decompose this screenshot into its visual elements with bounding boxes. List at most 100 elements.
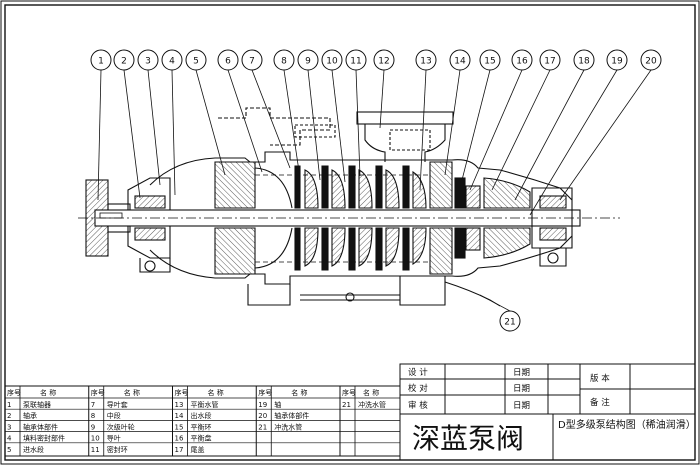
callout-circle (297, 49, 319, 71)
right-oil-cup (547, 252, 559, 264)
date-label-1: 日期 (513, 368, 530, 378)
leader-line (461, 69, 491, 181)
right-bearing (539, 195, 567, 209)
leader-lines (97, 69, 652, 312)
part-number: 21 (342, 401, 351, 409)
leader-line (307, 69, 321, 181)
parts-table-extra-frame (339, 385, 401, 457)
part-number: 4 (7, 435, 12, 443)
part-number: 10 (91, 435, 100, 443)
callout-circle (113, 49, 135, 71)
part-name: 导叶套 (107, 400, 128, 409)
part-name: 出水段 (191, 411, 212, 420)
balance-disc-lower (454, 227, 466, 259)
callout-circle (415, 49, 437, 71)
callout-circle (137, 49, 159, 71)
left-bearing-lower (134, 227, 166, 241)
callout-circle (606, 49, 628, 71)
part-name: 泵联轴器 (23, 400, 51, 409)
parts-table-header-name: 名 称 (40, 388, 56, 397)
part-name: 导叶 (107, 434, 121, 443)
leader-line (195, 69, 226, 176)
callout-label: 16 (516, 57, 528, 67)
leader-line (227, 69, 263, 173)
callout-circle (90, 49, 112, 71)
leader-line (171, 69, 176, 196)
balance-ring-lower (465, 227, 481, 251)
part-number: 15 (175, 423, 184, 431)
callout-label: 18 (578, 57, 590, 67)
callout-label: 2 (121, 57, 127, 67)
leader-line (469, 69, 523, 191)
callout-circle (185, 49, 207, 71)
tail-cover (483, 177, 531, 209)
part-number: 9 (91, 423, 95, 431)
tail-cover-lower (483, 227, 531, 259)
parts-table-header-no: 序号 (342, 388, 356, 397)
callout-label: 13 (420, 57, 431, 67)
callout-circle (345, 49, 367, 71)
outlet-section-lower (429, 227, 453, 275)
inlet-section-lower (214, 227, 256, 275)
callout-circle (321, 49, 343, 71)
role-check: 校 对 (408, 383, 428, 394)
callout-label: 5 (193, 57, 199, 67)
part-number: 1 (7, 401, 11, 409)
right-bearing-foot (539, 248, 567, 267)
outlet-flow-passage (389, 129, 431, 151)
balance-pipe (300, 294, 400, 301)
outlet-neck (364, 124, 446, 162)
inner-border (4, 4, 696, 461)
leader-line (419, 69, 427, 191)
callout-circle (449, 49, 471, 71)
role-design: 设 计 (408, 367, 428, 378)
part-name: 平衡盘 (191, 434, 212, 443)
leader-line (479, 294, 511, 312)
callout-label: 12 (378, 57, 389, 67)
parts-table-header-no: 序号 (91, 388, 105, 397)
part-number: 17 (175, 446, 184, 454)
inlet-eye (254, 167, 293, 269)
title-block (399, 363, 696, 461)
remark-label: 备 注 (590, 397, 610, 408)
leader-line (529, 69, 618, 216)
part-name: 填料密封部件 (23, 434, 65, 443)
drawing-title: D型多级泵结构图（稀油润滑） (558, 418, 696, 431)
part-name: 密封环 (107, 445, 128, 454)
callout-label: 17 (544, 57, 555, 67)
parts-table-header-no: 序号 (258, 388, 272, 397)
shaft-key (99, 212, 123, 219)
stages-lower (294, 227, 427, 271)
part-name: 平衡环 (191, 422, 212, 431)
leader-line (559, 69, 652, 201)
pump-section-view (78, 107, 620, 307)
left-bearing (134, 195, 166, 209)
part-number: 19 (258, 401, 267, 409)
date-label-3: 日期 (513, 401, 530, 411)
callout-label: 21 (504, 318, 515, 328)
outlet-flange (356, 111, 454, 125)
leader-line (444, 69, 461, 176)
callout-label: 14 (454, 57, 466, 67)
leader-line (97, 69, 102, 201)
stages-upper (294, 165, 427, 209)
leader-line (331, 69, 346, 183)
part-name: 中段 (107, 411, 121, 420)
left-oil-cup (144, 260, 156, 272)
parts-table-header-name: 名 称 (208, 388, 224, 397)
casing-top (149, 151, 573, 201)
callout-label: 8 (281, 57, 287, 67)
leader-line (123, 69, 141, 199)
balance-disc (454, 177, 466, 209)
part-name: 轴承 (23, 411, 37, 420)
leader-line (514, 69, 585, 201)
part-name: 冲洗水管 (274, 422, 302, 431)
inlet-section (214, 161, 256, 209)
part-name: 轴承体部件 (274, 411, 309, 420)
part-number: 20 (258, 412, 267, 420)
version-label: 版 本 (590, 373, 610, 384)
callout-label: 15 (484, 57, 495, 67)
callout-label: 19 (611, 57, 623, 67)
